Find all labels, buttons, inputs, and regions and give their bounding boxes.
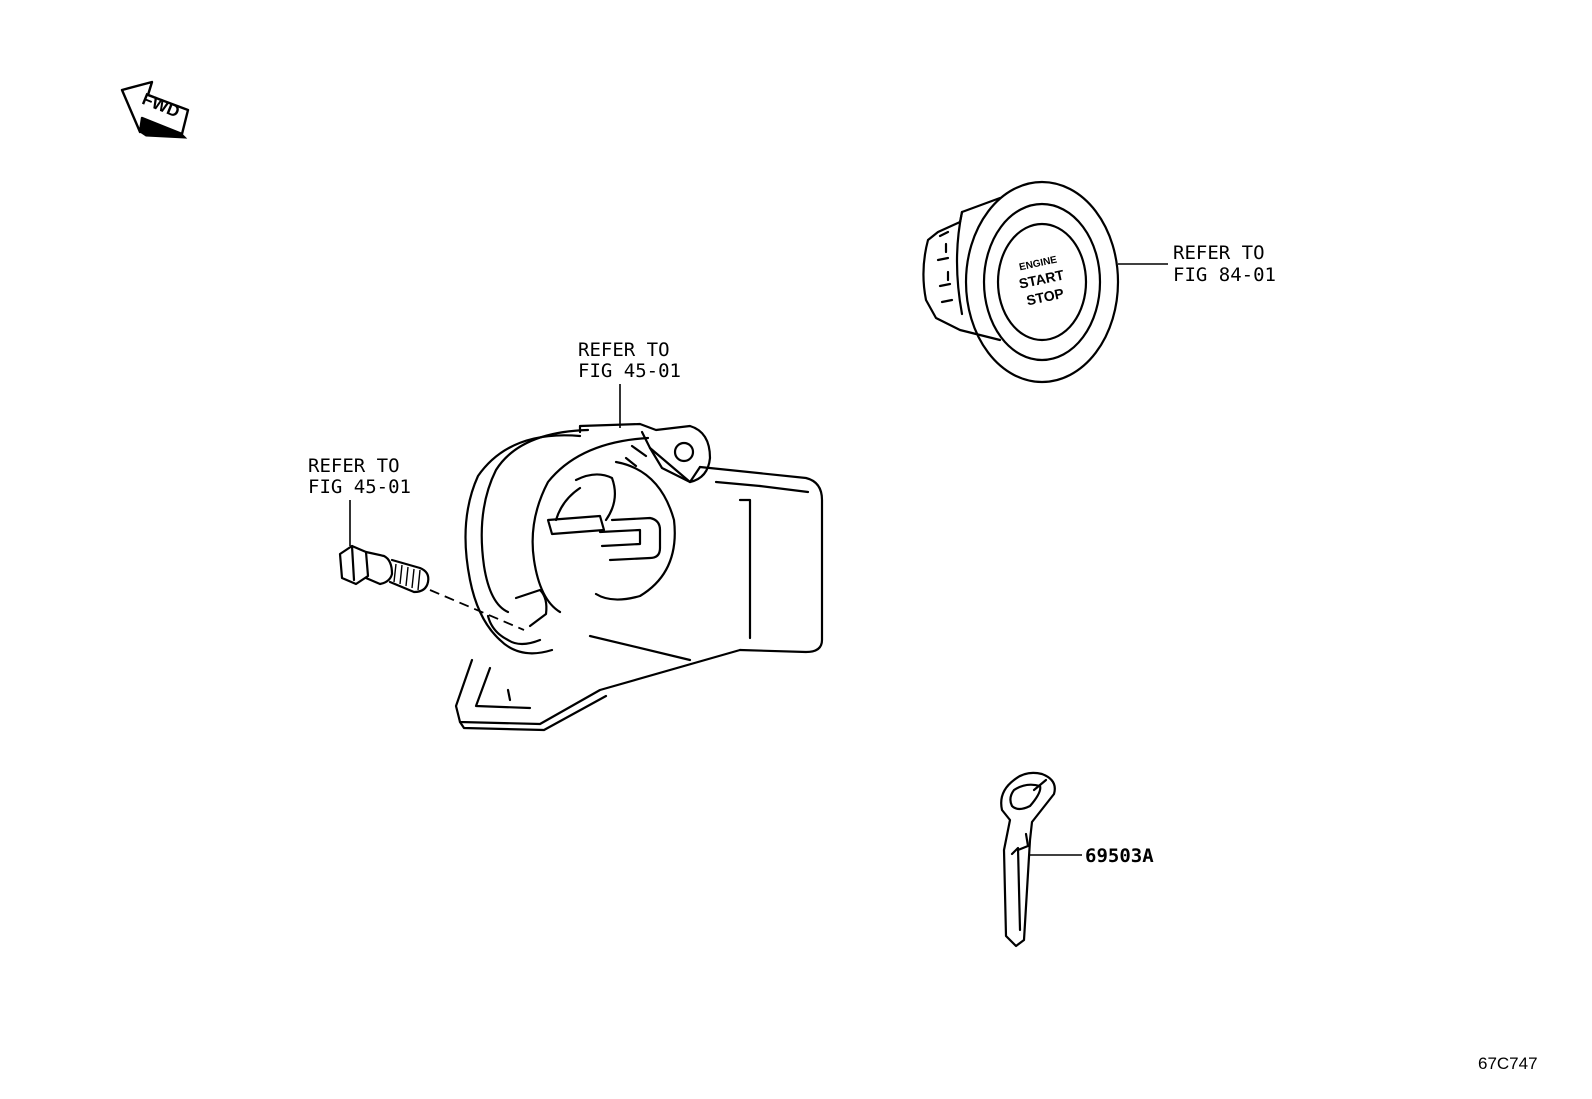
callout-housing-line1: REFER TO (578, 339, 670, 361)
steering-column-housing[interactable] (454, 422, 824, 732)
callout-housing-line2: FIG 45-01 (578, 360, 681, 382)
bolt[interactable] (338, 544, 525, 631)
callout-switch-line1: REFER TO (1173, 242, 1265, 264)
part-number-key: 69503A (1085, 845, 1154, 867)
figure-id: 67C747 (1478, 1054, 1538, 1073)
key-blank[interactable] (1000, 771, 1056, 948)
fwd-arrow-icon: FWD (120, 80, 190, 139)
callout-bolt-line1: REFER TO (308, 455, 400, 477)
engine-start-switch[interactable]: ENGINE START STOP (922, 180, 1120, 384)
callout-switch-line2: FIG 84-01 (1173, 264, 1276, 286)
callout-bolt-line2: FIG 45-01 (308, 476, 411, 498)
switch-face-line3: STOP (1025, 285, 1065, 309)
